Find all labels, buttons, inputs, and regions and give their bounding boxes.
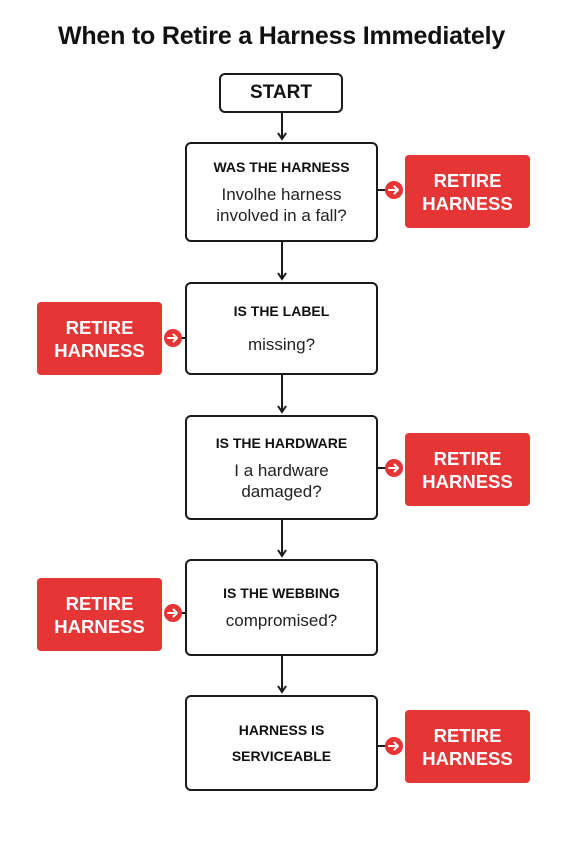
question-text-line: missing? [247, 335, 316, 354]
retire-harness-box: RETIRE HARNESS [405, 710, 530, 783]
end-text-line: HARNESS IS [238, 722, 325, 738]
start-label: START [250, 82, 312, 103]
question-text-line: involved in a fall? [216, 206, 347, 225]
retire-label-line: RETIRE [433, 447, 502, 469]
retire-harness-box: RETIRE HARNESS [37, 302, 162, 375]
retire-label-line: HARNESS [422, 747, 513, 769]
retire-label-line: RETIRE [433, 724, 502, 746]
retire-harness-box: RETIRE HARNESS [405, 155, 530, 228]
end-text-line: SERVICEABLE [231, 748, 332, 764]
question-text: I a hardware damaged? [234, 460, 329, 502]
question-heading: WAS THE HARNESS [213, 159, 350, 175]
question-text-line: I a hardware [234, 460, 329, 480]
retire-label-line: HARNESS [422, 192, 513, 214]
question-heading: IS THE HARDWARE [215, 434, 348, 451]
retire-label-line: RETIRE [65, 592, 134, 614]
end-serviceable: HARNESS IS SERVICEABLE [185, 695, 378, 791]
arrow-right-icon [164, 329, 182, 347]
arrow-right-icon [385, 737, 403, 755]
question-heading: IS THE LABEL [233, 303, 330, 319]
question-text-line: damaged? [241, 481, 322, 501]
question-text-line: Involhe harness [221, 185, 342, 204]
question-text: Involhe harness involved in a fall? [216, 184, 346, 226]
question-label: IS THE LABEL missing? [185, 282, 378, 375]
arrow-right-icon [385, 459, 403, 477]
retire-label-line: RETIRE [65, 316, 134, 338]
question-text: compromised? [226, 610, 338, 631]
retire-label-line: HARNESS [422, 470, 513, 492]
retire-label-line: HARNESS [54, 615, 145, 637]
question-hardware: IS THE HARDWARE I a hardware damaged? [185, 415, 378, 520]
arrow-right-icon [385, 181, 403, 199]
retire-label-line: HARNESS [54, 339, 145, 361]
retire-label-line: RETIRE [433, 169, 502, 191]
diagram-title: When to Retire a Harness Immediately [57, 22, 506, 50]
question-fall: WAS THE HARNESS Involhe harness involved… [185, 142, 378, 242]
question-text-line: compromised? [225, 611, 338, 630]
retire-harness-box: RETIRE HARNESS [405, 433, 530, 506]
question-text: missing? [248, 334, 315, 355]
question-webbing: IS THE WEBBING compromised? [185, 559, 378, 656]
start-node: START [219, 73, 343, 113]
question-heading: IS THE WEBBING [223, 585, 340, 601]
arrow-right-icon [164, 604, 182, 622]
retire-harness-box: RETIRE HARNESS [37, 578, 162, 651]
